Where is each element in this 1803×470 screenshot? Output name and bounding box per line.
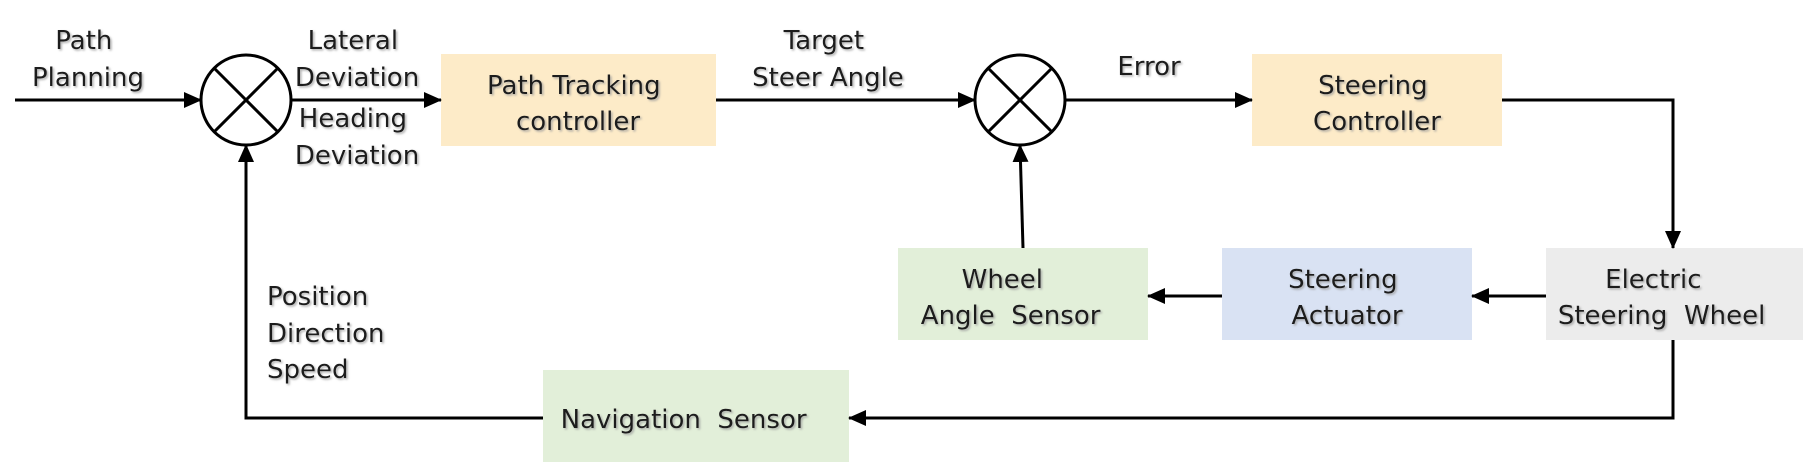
path-tracking-controller-label: Path Tracking controller (487, 71, 669, 137)
steering-actuator-block (1222, 248, 1472, 340)
label-position-direction-speed: Position Direction Speed (267, 282, 393, 385)
summing-junction-2 (973, 53, 1067, 147)
arrow-steering-controller-to-electric-wheel (1502, 98, 1681, 249)
arrow-wheel-angle-sensor-to-junction2 (1012, 144, 1029, 249)
electric-steering-wheel-block (1546, 248, 1803, 340)
label-path-planning: Path Planning (32, 26, 144, 93)
steering-controller-label: Steering Controller (1313, 71, 1441, 137)
wheel-angle-sensor-block (898, 248, 1148, 340)
navigation-sensor-label: Navigation Sensor (0, 0, 831, 435)
label-error: Error (1117, 52, 1181, 82)
steering-actuator-label: Steering Actuator (1288, 265, 1406, 331)
summing-junction-1 (199, 53, 293, 147)
arrow-navigation-sensor-to-junction1 (238, 144, 543, 420)
path-tracking-controller-block (441, 54, 716, 146)
electric-steering-wheel-label: Electric Steering Wheel (1558, 265, 1766, 331)
navigation-sensor-block (543, 370, 849, 462)
steering-controller-block (1252, 54, 1502, 146)
label-target-steer-angle: Target Steer Angle (752, 26, 904, 93)
wheel-angle-sensor-label: Wheel Angle Sensor (0, 0, 1125, 331)
label-lateral-deviation: Lateral Deviation (295, 26, 419, 93)
label-heading-deviation: Heading Deviation (295, 104, 419, 171)
arrow-electric-wheel-to-navigation-sensor (848, 340, 1675, 426)
